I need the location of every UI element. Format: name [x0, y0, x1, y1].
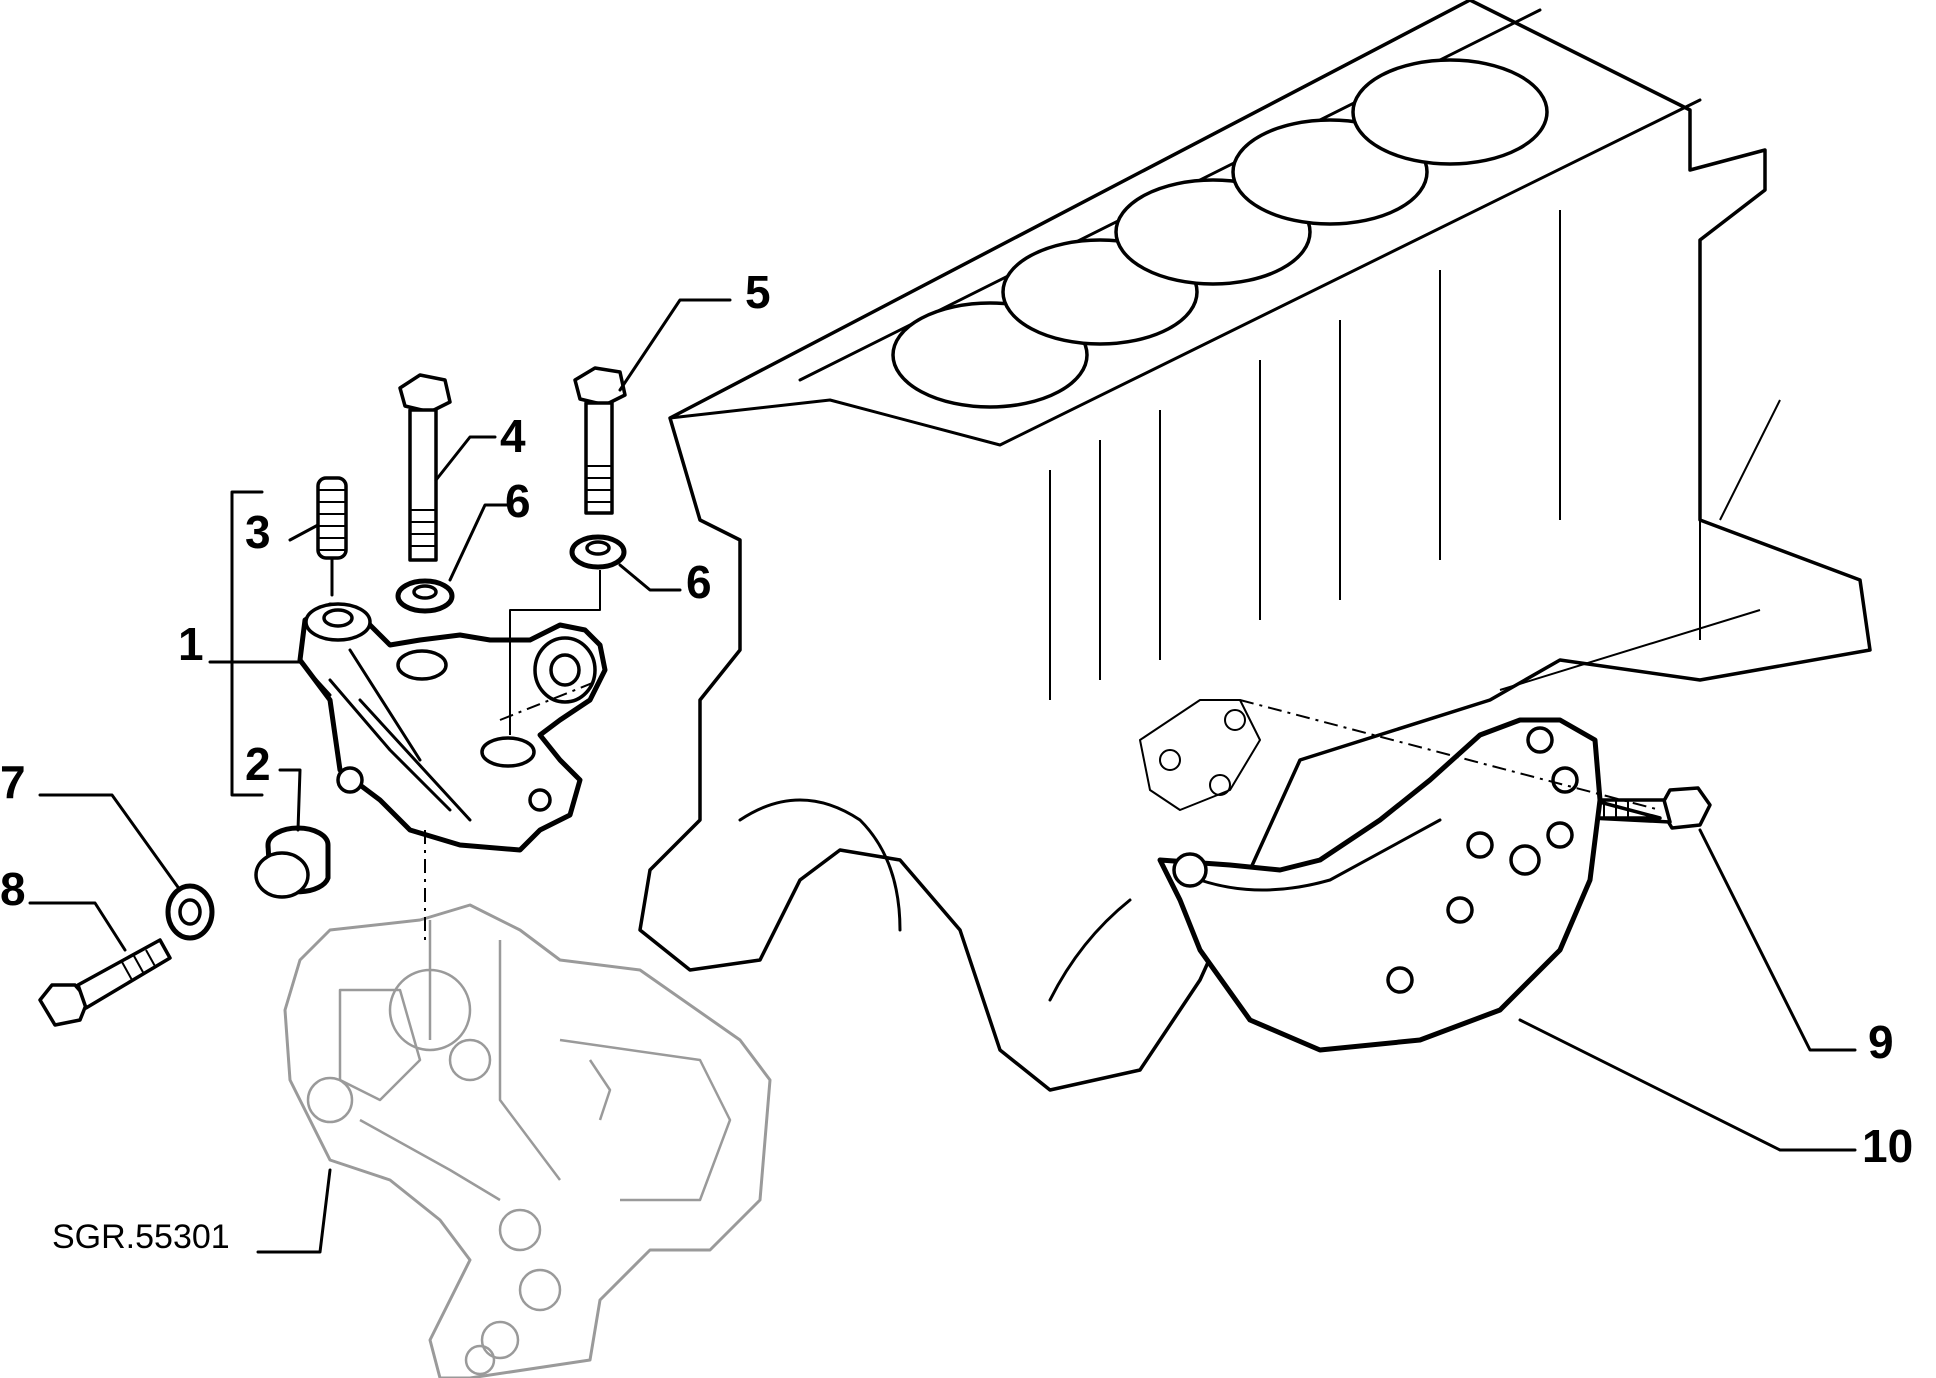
washer-left: [395, 578, 455, 614]
engine-mount-arm: [1139, 699, 1603, 1053]
timing-cover-ghost: [283, 903, 772, 1378]
callout-9: 9: [1868, 1016, 1894, 1068]
callout-5: 5: [745, 266, 771, 318]
cylinder-bore-5: [1351, 58, 1549, 166]
washer-right: [569, 534, 627, 570]
engine-block: [638, 0, 1872, 1092]
washer-7: [165, 883, 215, 941]
callout-2: 2: [245, 738, 271, 790]
callout-4: 4: [500, 410, 526, 462]
callout-6-right: 6: [686, 556, 712, 608]
callout-10: 10: [1862, 1120, 1913, 1172]
callout-3: 3: [245, 506, 271, 558]
long-bolt: [398, 373, 452, 562]
bolt-9: [1588, 786, 1712, 830]
callout-7: 7: [0, 756, 26, 808]
leader-lines: [28, 298, 1857, 1254]
reference-code: SGR.55301: [52, 1218, 230, 1256]
bolt-8: [38, 938, 172, 1027]
callout-8: 8: [0, 863, 26, 915]
callout-labels: 1 2 3 4 5 6 6 7 8 9 10 SGR.55301: [0, 266, 1913, 1256]
plug-part: [254, 825, 331, 899]
callout-1: 1: [178, 618, 204, 670]
short-bolt: [573, 366, 627, 515]
assembly-axes: [424, 679, 1661, 940]
mounting-bracket: [297, 602, 608, 853]
stud-part: [316, 476, 348, 560]
callout-6-left: 6: [505, 475, 531, 527]
